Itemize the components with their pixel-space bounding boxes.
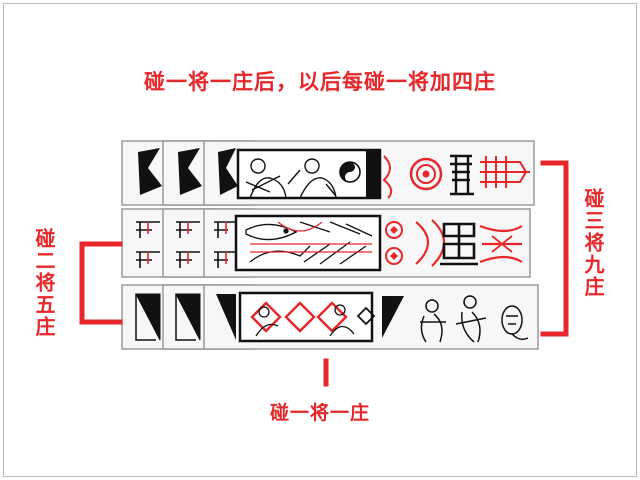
bracket-left [79, 241, 123, 325]
card-middle-red-lines [250, 221, 372, 253]
card-top-band [366, 150, 380, 198]
card-bottom-figure-panel [238, 291, 374, 343]
card-row-top [121, 140, 535, 206]
card-top-figures [245, 158, 337, 199]
card-middle-fish-figures [245, 221, 373, 265]
card-bottom-figure-sketch [420, 295, 529, 343]
label-two-jiang-five-zhuang: 碰二将五庄 [32, 228, 56, 338]
label-one-jiang-one-zhuang: 碰一将一庄 [269, 402, 370, 424]
red-concentric-circle-center [422, 170, 430, 178]
card-main-top-edge [218, 148, 238, 195]
card-middle-red-curves [415, 219, 446, 267]
card-top-seal-glyph [450, 154, 474, 196]
card-bottom-black-wedge [382, 296, 404, 338]
label-three-jiang-nine-zhuang: 碰三将九庄 [581, 188, 605, 298]
card-top-red-key-pattern [480, 156, 530, 188]
card-middle-seal-glyph [440, 222, 478, 266]
red-concentric-circle-outer [409, 157, 443, 191]
diagram-title: 碰一将一庄后，以后每碰一将加四庄 [144, 70, 496, 94]
red-coin-icon-top [385, 221, 403, 239]
card-stack-1-1-pattern [138, 148, 162, 195]
red-concentric-circle-mid [416, 164, 436, 184]
card-stack-1-2-pattern [178, 148, 202, 195]
red-brackets [79, 160, 569, 387]
card-row-bottom [121, 284, 539, 350]
red-coin-icon-bottom [385, 247, 403, 265]
card-bottom-small-diamond [356, 306, 376, 326]
card-row-middle [121, 208, 531, 278]
card-top-red-ornament [382, 155, 393, 199]
card-bottom-figures [255, 304, 355, 337]
bracket-right [540, 160, 569, 337]
yin-yang-icon-half [340, 162, 355, 182]
